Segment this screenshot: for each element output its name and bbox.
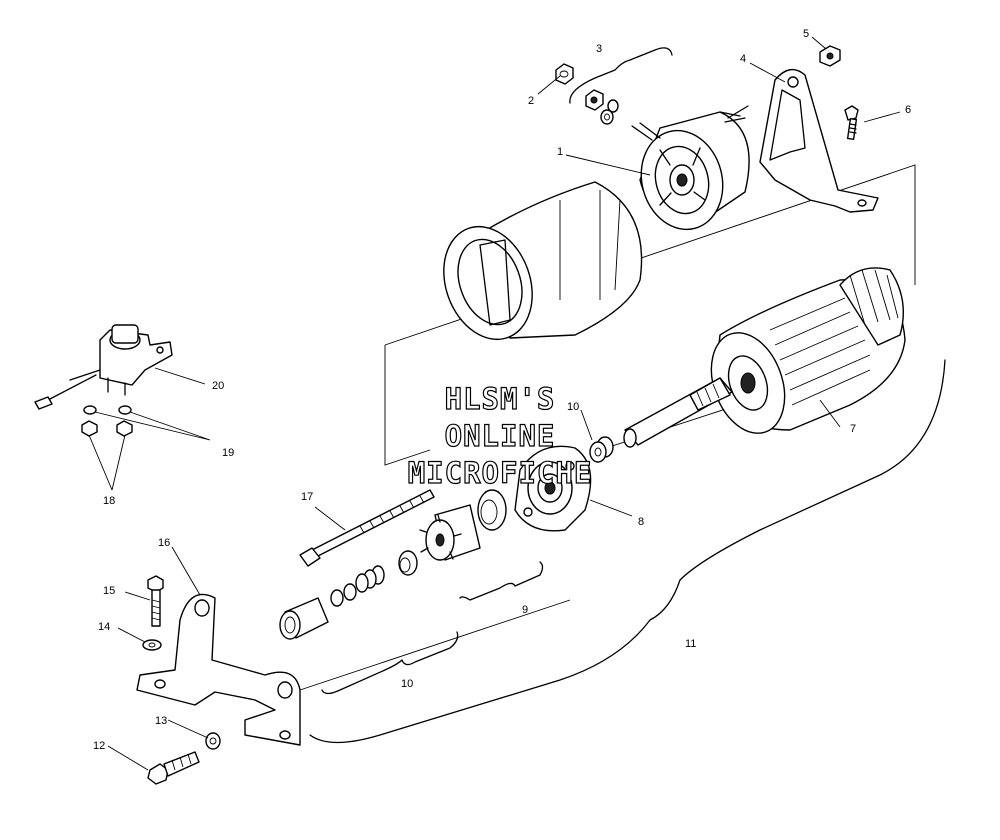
nut-washer-set-part-3 bbox=[585, 89, 619, 125]
callout-17: 17 bbox=[301, 491, 313, 503]
callout-3: 3 bbox=[596, 43, 602, 55]
watermark-line-2: ONLINE bbox=[445, 419, 556, 453]
callout-2: 2 bbox=[528, 95, 534, 107]
bolt-part-12 bbox=[147, 751, 200, 785]
callout-12: 12 bbox=[93, 740, 105, 752]
callout-9: 9 bbox=[522, 604, 528, 616]
end-cap-part-1 bbox=[631, 105, 750, 231]
support-bracket-part-16 bbox=[136, 593, 301, 746]
bolt-part-6 bbox=[844, 105, 859, 141]
callout-7: 7 bbox=[850, 423, 856, 435]
callout-15: 15 bbox=[103, 585, 115, 597]
motor-housing bbox=[443, 181, 643, 341]
spring-retainer-set bbox=[330, 550, 418, 607]
callout-5: 5 bbox=[803, 28, 809, 40]
watermark-line-3: MICROFICHE bbox=[408, 456, 593, 490]
drive-housing-part-8 bbox=[514, 445, 592, 532]
callout-18: 18 bbox=[103, 495, 115, 507]
bushing bbox=[279, 597, 329, 640]
pinion-gear-part-9 bbox=[419, 504, 481, 561]
watermark: HLSM'S ONLINE MICROFICHE bbox=[407, 381, 593, 490]
callout-13: 13 bbox=[155, 715, 167, 727]
nuts-washers-parts-18-19 bbox=[81, 405, 133, 437]
washer-part-14 bbox=[142, 639, 162, 651]
callout-16: 16 bbox=[158, 537, 170, 549]
mounting-bracket-part-4 bbox=[759, 68, 879, 213]
callout-11: 11 bbox=[685, 638, 696, 650]
armature-part-7 bbox=[623, 267, 906, 448]
lock-washer-part-13 bbox=[205, 732, 221, 750]
watermark-line-1: HLSM'S bbox=[445, 382, 556, 416]
through-bolt-part-17 bbox=[299, 489, 435, 567]
leader-lines bbox=[88, 36, 901, 771]
nut-part-5 bbox=[819, 45, 841, 67]
seal-ring bbox=[477, 489, 507, 531]
bolt-part-15 bbox=[147, 575, 164, 627]
callout-10-lower: 10 bbox=[401, 678, 413, 690]
callout-19: 19 bbox=[222, 447, 234, 459]
callout-6: 6 bbox=[905, 104, 911, 116]
callout-8: 8 bbox=[638, 516, 644, 528]
nut-part-2 bbox=[555, 63, 574, 85]
callout-20: 20 bbox=[212, 380, 224, 392]
callout-1: 1 bbox=[557, 146, 563, 158]
washers-part-10-upper bbox=[589, 436, 614, 463]
group-brackets bbox=[309, 47, 946, 744]
callout-14: 14 bbox=[98, 621, 110, 633]
callout-10-upper: 10 bbox=[567, 401, 579, 413]
callout-labels: 1 2 3 4 5 6 7 8 9 10 10 11 12 13 14 15 1… bbox=[93, 28, 911, 752]
callout-4: 4 bbox=[740, 53, 746, 65]
solenoid-part-20 bbox=[34, 324, 173, 410]
